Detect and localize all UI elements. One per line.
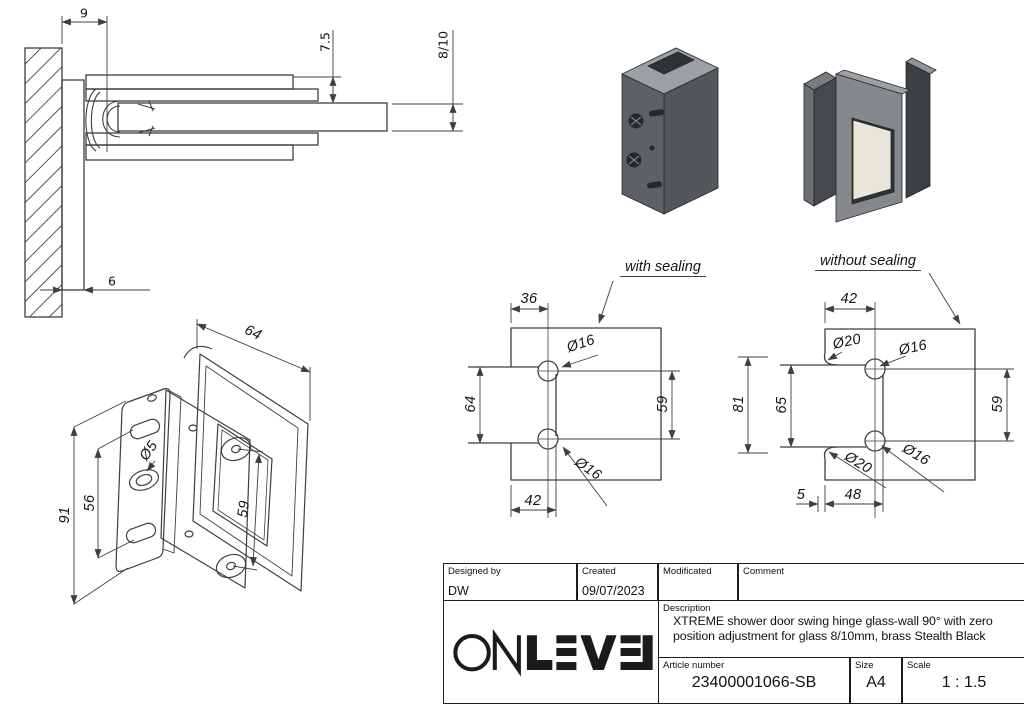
ns-dim-notch: 65 bbox=[774, 396, 790, 414]
label-with-sealing: with sealing bbox=[620, 259, 706, 277]
cell-modificated: Modificated bbox=[658, 563, 738, 601]
screw-top bbox=[220, 436, 252, 462]
render-hinge-back bbox=[803, 57, 937, 223]
side-section-view bbox=[24, 16, 463, 318]
isometric-view bbox=[70, 319, 311, 605]
dim-inset: 7.5 bbox=[317, 32, 333, 52]
scale-value: 1 : 1.5 bbox=[941, 674, 987, 691]
created-label: Created bbox=[582, 566, 616, 577]
screw-bottom bbox=[215, 553, 247, 579]
designed-by-value: DW bbox=[448, 584, 469, 598]
template-with-sealing bbox=[468, 280, 680, 518]
cell-article-number: Article number 23400001066-SB bbox=[658, 657, 850, 704]
seal-profile bbox=[85, 88, 156, 152]
size-label: Size bbox=[855, 660, 874, 671]
iso-dim-height: 91 bbox=[57, 506, 73, 524]
ws-dim-holes: 59 bbox=[655, 395, 671, 413]
designed-by-label: Designed by bbox=[448, 566, 501, 577]
dim-plate-thickness: 6 bbox=[108, 273, 116, 289]
wall-plate-iso bbox=[115, 387, 171, 573]
dim-wall-offset: 9 bbox=[80, 5, 88, 21]
gasket-plate bbox=[212, 423, 273, 547]
cell-comment: Comment bbox=[738, 563, 1024, 601]
description-label: Description bbox=[663, 603, 711, 614]
scale-label: Scale bbox=[907, 660, 931, 671]
cell-created: Created 09/07/2023 bbox=[577, 563, 658, 601]
article-number-value: 23400001066-SB bbox=[691, 674, 817, 691]
side-view-dimensions bbox=[40, 16, 463, 294]
dim-glass-thickness: 8/10 bbox=[435, 30, 451, 60]
ws-dim-bottom: 42 bbox=[524, 493, 542, 509]
wall-hatch bbox=[24, 47, 63, 318]
ns-dim-outer: 81 bbox=[731, 395, 747, 413]
modificated-label: Modificated bbox=[663, 566, 712, 577]
onlevel-logo-icon bbox=[453, 628, 653, 677]
ns-dimensions bbox=[738, 272, 1014, 512]
template-without-sealing bbox=[738, 272, 1014, 518]
ns-dim-bottom: 48 bbox=[844, 487, 862, 503]
ns-dim-top: 42 bbox=[840, 291, 858, 307]
ws-dim-top: 36 bbox=[520, 291, 538, 307]
cell-size: Size A4 bbox=[850, 657, 902, 704]
iso-dim-slot-spacing: 56 bbox=[82, 494, 98, 512]
size-value: A4 bbox=[866, 674, 886, 691]
gasket-pad-render bbox=[852, 119, 892, 201]
ns-dim-edge: 5 bbox=[796, 487, 806, 503]
created-value: 09/07/2023 bbox=[582, 584, 645, 598]
description-line1: XTREME shower door swing hinge glass-wal… bbox=[673, 614, 993, 628]
cell-description: Description XTREME shower door swing hin… bbox=[658, 600, 1024, 658]
cell-designed-by: Designed by DW bbox=[443, 563, 577, 601]
ns-dim-holes: 59 bbox=[990, 395, 1006, 413]
cell-scale: Scale 1 : 1.5 bbox=[902, 657, 1024, 704]
label-without-sealing: without sealing bbox=[815, 253, 921, 271]
iso-dim-screw-spacing: 59 bbox=[234, 499, 254, 519]
cell-logo bbox=[443, 600, 659, 704]
description-line2: position adjustment for glass 8/10mm, br… bbox=[673, 628, 986, 643]
ws-dim-notch: 64 bbox=[463, 395, 479, 413]
comment-label: Comment bbox=[743, 566, 785, 577]
ws-dimensions bbox=[476, 280, 680, 517]
article-number-label: Article number bbox=[663, 660, 725, 671]
glass-pane-section bbox=[117, 102, 388, 132]
render-hinge-front bbox=[621, 47, 719, 215]
iso-dimensions bbox=[70, 319, 311, 605]
